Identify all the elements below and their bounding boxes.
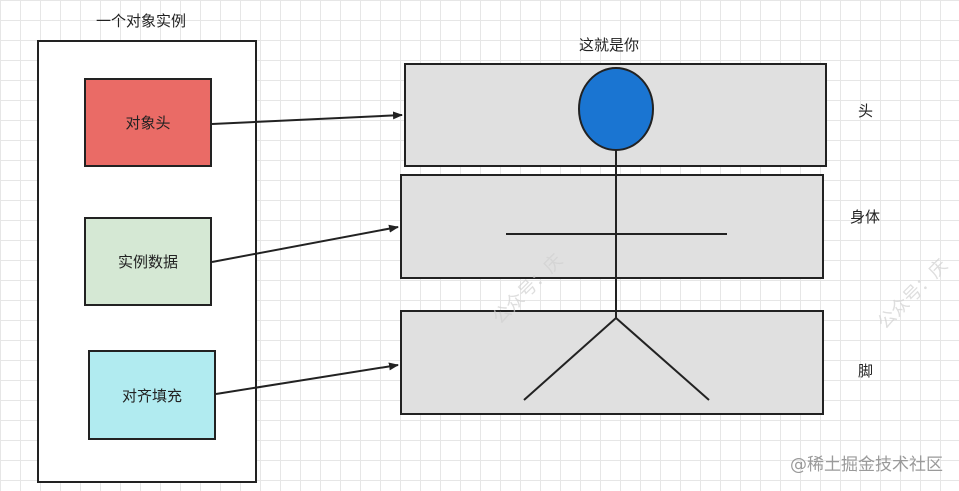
object-header-box: 对象头 [84, 78, 212, 167]
feet-label: 脚 [858, 362, 874, 380]
arrow-header-to-head [211, 111, 403, 125]
object-title: 一个对象实例 [96, 12, 187, 30]
instance-data-label: 实例数据 [117, 253, 178, 271]
body-label: 身体 [850, 208, 881, 226]
padding-label: 对齐填充 [121, 386, 182, 405]
feet-band [400, 310, 824, 415]
instance-data-box: 实例数据 [84, 217, 212, 306]
watermark-diagonal-1: 公众号：庆 [489, 250, 567, 328]
padding-box: 对齐填充 [88, 350, 216, 440]
site-watermark: @稀土掘金技术社区 [790, 455, 943, 475]
figure-head [578, 67, 654, 151]
figure-title: 这就是你 [579, 36, 640, 54]
body-band [400, 174, 824, 279]
arrow-padding-to-feet [215, 362, 399, 395]
arrow-data-to-body [211, 224, 399, 263]
figure-left-leg [523, 317, 617, 401]
figure-right-leg [615, 317, 710, 401]
object-header-label: 对象头 [125, 114, 171, 132]
head-label: 头 [858, 102, 874, 120]
watermark-diagonal-2: 公众号：庆 [874, 255, 952, 333]
